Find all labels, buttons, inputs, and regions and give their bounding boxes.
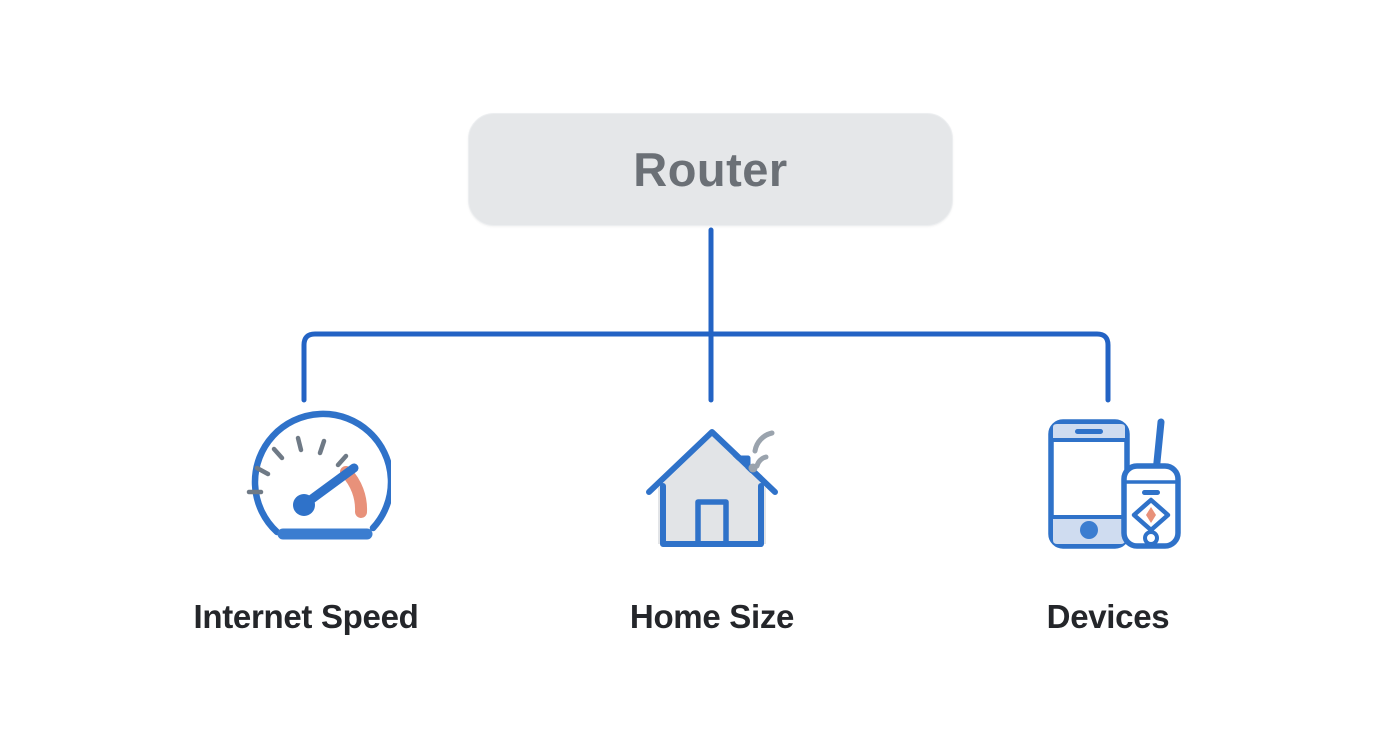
speedometer-icon (221, 404, 391, 564)
node-internet-speed-label: Internet Speed (193, 598, 419, 635)
connector-router-to-devices (708, 331, 1111, 403)
house-wifi-icon-svg (646, 429, 778, 547)
phone-walkie-talkie-icon-svg (1048, 418, 1181, 549)
node-home-size-label: Home Size (629, 598, 795, 635)
node-router-label: Router (633, 143, 788, 196)
node-devices-label: Devices (1046, 598, 1170, 635)
phone-walkie-talkie-icon (1023, 404, 1193, 564)
speedometer-icon-svg (246, 410, 391, 540)
node-internet-speed[interactable]: Internet Speed (166, 404, 446, 633)
node-router[interactable]: Router (468, 113, 953, 226)
house-wifi-icon (627, 404, 797, 564)
connector-router-to-internet-speed (301, 331, 714, 403)
node-devices[interactable]: Devices (968, 404, 1248, 633)
node-home-size[interactable]: Home Size (572, 404, 852, 633)
